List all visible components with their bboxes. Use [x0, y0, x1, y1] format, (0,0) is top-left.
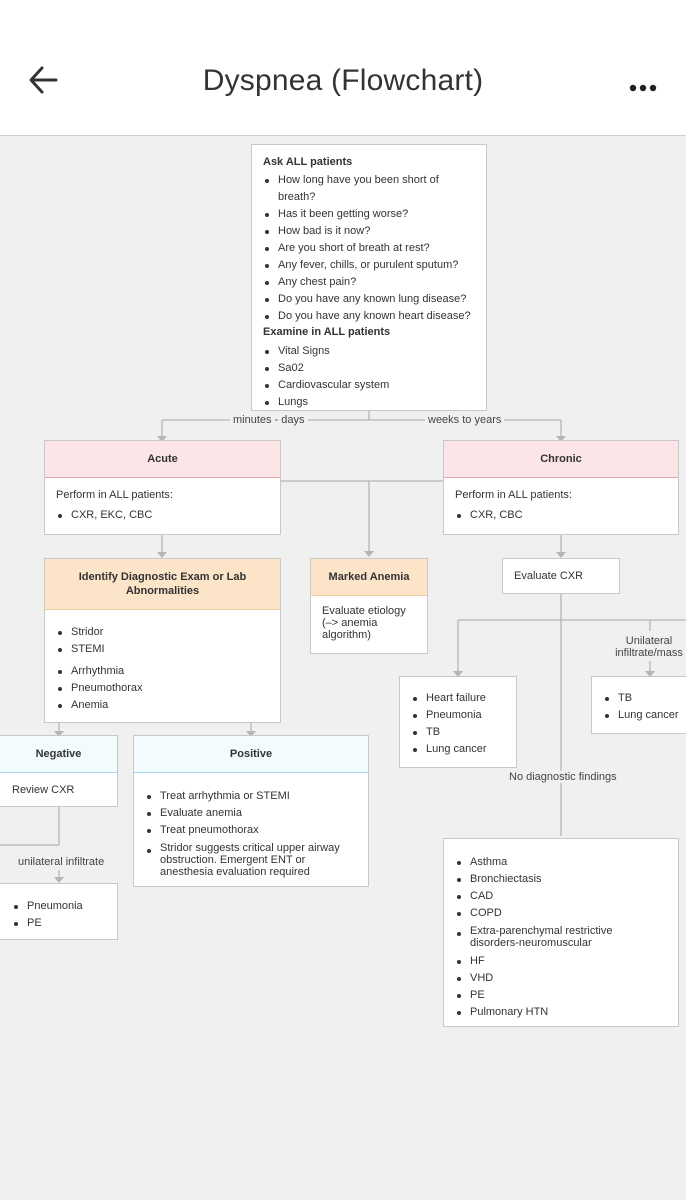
- list-item: Stridor suggests critical upper airway o…: [145, 842, 354, 878]
- list-item: COPD: [455, 905, 664, 922]
- list-item: Evaluate anemia: [145, 805, 354, 822]
- list-item: Bronchiectasis: [455, 871, 664, 888]
- edge-label-unilateral-infiltrate: unilateral infiltrate: [16, 856, 107, 868]
- chronic-title: Chronic: [444, 441, 678, 478]
- list-item: Treat arrhythmia or STEMI: [145, 788, 354, 805]
- list-item: PE: [12, 915, 117, 932]
- evaluate-cxr-box[interactable]: Evaluate CXR: [502, 558, 620, 594]
- list-item: Lungs: [263, 394, 475, 411]
- edge-label-no-findings: No diagnostic findings: [506, 771, 620, 783]
- pneumonia-pe-box[interactable]: Pneumonia PE: [0, 883, 118, 940]
- negative-text: Review CXR: [12, 784, 75, 796]
- identify-list-a: Stridor STEMI: [56, 624, 269, 658]
- anemia-title: Marked Anemia: [311, 559, 427, 596]
- back-arrow-icon[interactable]: [26, 62, 62, 98]
- list-item: Pneumonia: [411, 707, 505, 724]
- heart-failure-box[interactable]: Heart failure Pneumonia TB Lung cancer: [399, 676, 517, 768]
- pneumonia-pe-list: Pneumonia PE: [12, 898, 117, 932]
- list-item: Cardiovascular system: [263, 377, 475, 394]
- identify-abnormalities-box[interactable]: Identify Diagnostic Exam or Lab Abnormal…: [44, 558, 281, 723]
- list-item: Any fever, chills, or purulent sputum?: [263, 257, 475, 274]
- list-item: CAD: [455, 888, 664, 905]
- ask-list: How long have you been short of breath? …: [263, 172, 475, 325]
- acute-box[interactable]: Acute Perform in ALL patients: CXR, EKC,…: [44, 440, 281, 535]
- chronic-box[interactable]: Chronic Perform in ALL patients: CXR, CB…: [443, 440, 679, 535]
- list-item: Vital Signs: [263, 343, 475, 360]
- list-item: Sa02: [263, 360, 475, 377]
- positive-box[interactable]: Positive Treat arrhythmia or STEMI Evalu…: [133, 735, 369, 887]
- chronic-list: CXR, CBC: [455, 507, 667, 524]
- anemia-text: Evaluate etiology (–> anemia algorithm): [322, 605, 406, 641]
- page-title: Dyspnea (Flowchart): [202, 64, 484, 97]
- exam-list: Vital Signs Sa02 Cardiovascular system L…: [263, 343, 475, 411]
- list-item: Any chest pain?: [263, 274, 475, 291]
- list-item: Heart failure: [411, 690, 505, 707]
- list-item: Treat pneumothorax: [145, 822, 354, 839]
- list-item: Pulmonary HTN: [455, 1004, 664, 1021]
- list-item: Arrhythmia: [56, 663, 269, 680]
- list-item: PE: [455, 987, 664, 1004]
- positive-list: Treat arrhythmia or STEMI Evaluate anemi…: [145, 788, 354, 878]
- list-item: How bad is it now?: [263, 223, 475, 240]
- list-item: Lung cancer: [603, 707, 686, 724]
- list-item: HF: [455, 953, 664, 970]
- list-item: Anemia: [56, 697, 269, 714]
- chronic-diagnoses-list: Asthma Bronchiectasis CAD COPD Extra-par…: [455, 854, 664, 1021]
- identify-title: Identify Diagnostic Exam or Lab Abnormal…: [45, 559, 280, 610]
- list-item: Are you short of breath at rest?: [263, 240, 475, 257]
- edge-label-weeks-years: weeks to years: [425, 414, 505, 426]
- more-options-icon[interactable]: [628, 78, 662, 98]
- chronic-perform-label: Perform in ALL patients:: [455, 489, 572, 501]
- list-item: Lung cancer: [411, 741, 505, 758]
- negative-title: Negative: [0, 736, 117, 773]
- list-item: STEMI: [56, 641, 269, 658]
- negative-box[interactable]: Negative Review CXR: [0, 735, 118, 807]
- acute-list: CXR, EKC, CBC: [56, 507, 269, 524]
- identify-list-b: Arrhythmia Pneumothorax Anemia: [56, 663, 269, 714]
- list-item: How long have you been short of breath?: [263, 172, 475, 206]
- ask-all-patients-box[interactable]: Ask ALL patients How long have you been …: [251, 144, 487, 411]
- tb-list: TB Lung cancer: [603, 690, 686, 724]
- list-item: VHD: [455, 970, 664, 987]
- list-item: Do you have any known lung disease?: [263, 291, 475, 308]
- list-item: Do you have any known heart disease?: [263, 308, 475, 325]
- tb-lung-cancer-box[interactable]: TB Lung cancer: [591, 676, 686, 734]
- chronic-diagnoses-box[interactable]: Asthma Bronchiectasis CAD COPD Extra-par…: [443, 838, 679, 1027]
- list-item: CXR, CBC: [455, 507, 667, 524]
- list-item: TB: [411, 724, 505, 741]
- list-item: Stridor: [56, 624, 269, 641]
- positive-title: Positive: [134, 736, 368, 773]
- list-item: Asthma: [455, 854, 664, 871]
- list-item: Pneumonia: [12, 898, 117, 915]
- list-item: Pneumothorax: [56, 680, 269, 697]
- ask-title: Ask ALL patients: [263, 156, 353, 168]
- edge-label-unilateral-mass: Unilateral infiltrate/mass: [612, 635, 686, 659]
- evaluate-cxr-text: Evaluate CXR: [514, 570, 584, 582]
- acute-title: Acute: [45, 441, 280, 478]
- exam-title: Examine in ALL patients: [263, 326, 391, 338]
- marked-anemia-box[interactable]: Marked Anemia Evaluate etiology (–> anem…: [310, 558, 428, 654]
- list-item: Extra-parenchymal restrictive disorders-…: [455, 925, 664, 949]
- acute-perform-label: Perform in ALL patients:: [56, 489, 173, 501]
- edge-label-minutes-days: minutes - days: [230, 414, 308, 426]
- heart-list: Heart failure Pneumonia TB Lung cancer: [411, 690, 505, 758]
- list-item: Has it been getting worse?: [263, 206, 475, 223]
- list-item: TB: [603, 690, 686, 707]
- list-item: CXR, EKC, CBC: [56, 507, 269, 524]
- app-header: Dyspnea (Flowchart): [0, 0, 686, 136]
